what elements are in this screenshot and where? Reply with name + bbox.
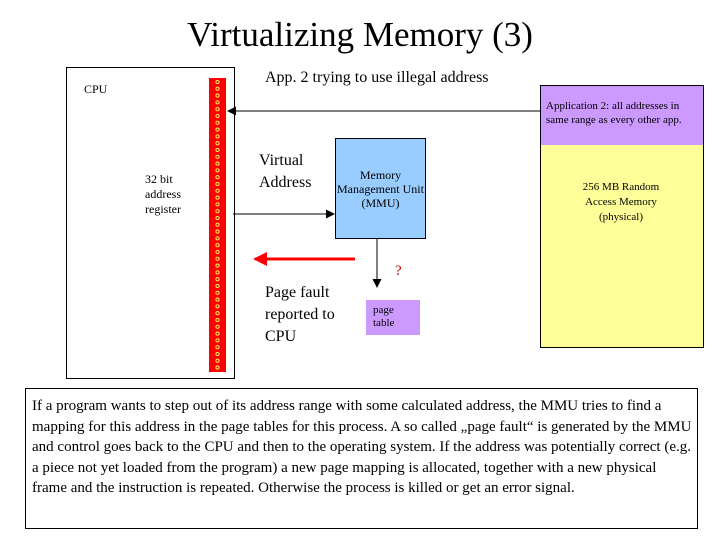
register-bit-marker [215,86,220,91]
cpu-box [66,67,235,379]
register-bit-marker [215,120,220,125]
register-bit-marker [215,161,220,166]
register-bit-marker [215,141,220,146]
register-bit-marker [215,113,220,119]
register-bit-marker [215,290,220,295]
register-bit-marker [215,277,220,282]
explanation-text: If a program wants to step out of its ad… [32,398,692,496]
register-bit-marker [215,249,220,255]
register-bit-marker [215,202,220,207]
register-bit-marker [215,181,220,187]
register-bit-marker [215,243,220,248]
register-bit-marker [215,93,220,98]
register-bit-marker [215,331,220,336]
register-bit-marker [215,317,220,323]
register-bit-marker [215,311,220,316]
address-register-label: 32 bit address register [145,172,181,216]
register-bit-marker [215,256,220,261]
register-bit-marker [215,154,220,159]
register-bit-marker [215,283,220,289]
application-2-region-label: Application 2: all addresses in same ran… [546,100,682,126]
explanation-box [25,388,698,529]
register-bit-marker [215,263,220,268]
register-bit-marker [215,188,220,193]
page-table-label: page table [373,304,395,329]
register-bit-marker [215,365,220,370]
register-bit-marker [215,297,220,302]
register-bit-marker [215,304,220,309]
register-bit-marker [215,147,220,153]
mmu-label: Memory Management Unit (MMU) [337,168,424,210]
ram-label: 256 MB Random Access Memory (physical) [582,181,660,223]
virtual-address-label: Virtual Address [259,152,312,191]
address-register-bits [215,79,220,370]
mmu-box [335,138,426,239]
page-fault-message: Page fault reported to CPU [265,284,335,345]
register-bit-marker [215,195,220,200]
register-bit-marker [215,79,220,85]
register-bit-marker [215,236,220,241]
register-bit-marker [215,358,220,363]
register-bit-marker [215,270,220,275]
register-bit-marker [215,215,220,221]
unknown-mapping-marker: ? [395,263,402,279]
application-2-region [541,86,703,145]
slide-title: Virtualizing Memory (3) [187,15,533,54]
register-bit-marker [215,229,220,234]
page-table-box [366,300,420,335]
register-bit-marker [215,351,220,357]
address-register-bar [209,78,226,372]
cpu-label: CPU [84,82,108,96]
register-bit-marker [215,175,220,180]
register-bit-marker [215,107,220,112]
register-bit-marker [215,134,220,139]
register-bit-marker [215,345,220,350]
register-bit-marker [215,127,220,132]
register-bit-marker [215,338,220,343]
illegal-address-message: App. 2 trying to use illegal address [265,69,489,86]
register-bit-marker [215,222,220,227]
register-bit-marker [215,209,220,214]
register-bit-marker [215,100,220,105]
register-bit-marker [215,324,220,329]
register-bit-marker [215,168,220,173]
